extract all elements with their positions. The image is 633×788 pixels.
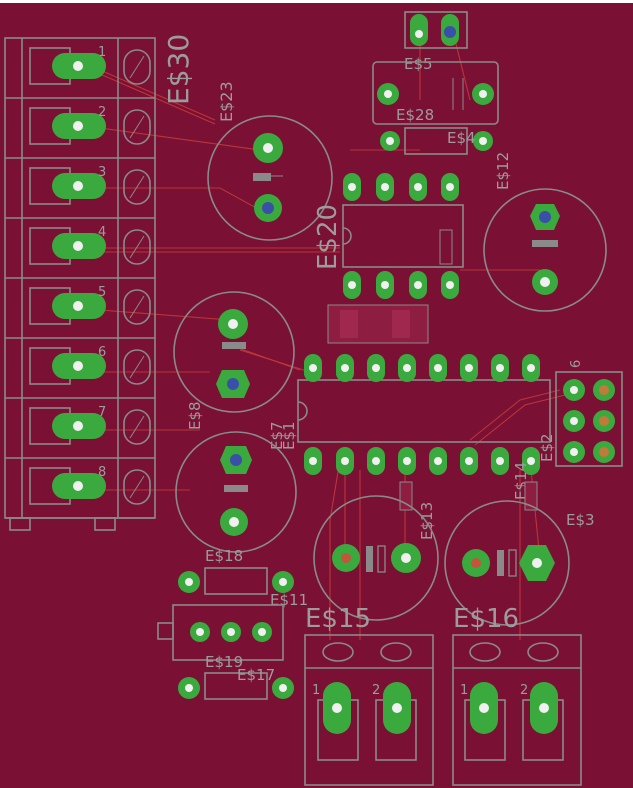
terminal-es16 <box>452 634 582 786</box>
capacitor-es3 <box>444 500 570 626</box>
capacitor-es9 <box>175 431 297 553</box>
copper-traces <box>99 39 566 640</box>
ic-pin <box>304 447 322 475</box>
ic-pin <box>429 354 447 382</box>
label-es20: E$20 <box>313 204 343 270</box>
label-es23: E$23 <box>217 81 236 122</box>
ic-pin <box>398 447 416 475</box>
es15-pin-1: 1 <box>312 683 320 698</box>
ic-pin <box>409 271 427 299</box>
terminal-pin-label: 3 <box>98 165 106 180</box>
terminal-pin-label: 1 <box>98 45 106 60</box>
label-es16: E$16 <box>453 604 519 634</box>
ic-pin <box>409 173 427 201</box>
ic-pin <box>429 447 447 475</box>
terminal-row: 8 <box>5 465 155 519</box>
terminal-row: 7 <box>5 405 155 459</box>
terminal-pin-label: 4 <box>98 225 106 240</box>
board-cutout <box>0 0 313 3</box>
ic-pin <box>336 447 354 475</box>
ic-pin <box>491 447 509 475</box>
resistor-es18 <box>178 567 294 595</box>
terminal-row: 6 <box>5 345 155 399</box>
terminal-row: 3 <box>5 165 155 219</box>
terminal-pin-label: 6 <box>98 345 106 360</box>
ic-pin <box>376 271 394 299</box>
ic-pin <box>441 271 459 299</box>
label-es1: E$1 <box>280 421 298 450</box>
label-es12: E$12 <box>494 152 512 190</box>
capacitor-es23 <box>207 115 333 241</box>
label-es7: E$7 <box>268 421 286 450</box>
es15-pin-2: 2 <box>372 683 380 698</box>
es16-pin-2: 2 <box>520 683 528 698</box>
label-es8: E$8 <box>186 401 204 430</box>
ic-es1 <box>297 379 551 443</box>
ic-es20-pins <box>343 173 459 299</box>
label-es17: E$17 <box>237 666 275 684</box>
terminal-row: 5 <box>5 285 155 339</box>
label-es30: E$30 <box>162 34 195 105</box>
ic-pin <box>522 354 540 382</box>
terminal-row: 1 <box>5 45 155 99</box>
header-pin-6-label: 6 <box>569 360 584 368</box>
terminal-es15 <box>304 634 434 786</box>
ic-pin <box>343 173 361 201</box>
diode-es4 <box>380 127 493 155</box>
es16-pin-1: 1 <box>460 683 468 698</box>
terminal-pin-label: 8 <box>98 465 106 480</box>
ic-pin <box>398 354 416 382</box>
smd-es14 <box>524 481 538 511</box>
ic-es20 <box>342 204 464 268</box>
terminal-rows: 1 2 3 4 5 6 7 8 <box>5 45 155 519</box>
ic-pin <box>304 354 322 382</box>
label-es15: E$15 <box>305 604 371 634</box>
label-es19: E$19 <box>205 653 243 671</box>
label-es3: E$3 <box>566 511 595 529</box>
terminal-row: 2 <box>5 105 155 159</box>
ic-pin <box>522 447 540 475</box>
ic-pin <box>343 271 361 299</box>
label-es2: E$2 <box>538 433 556 462</box>
label-es28: E$28 <box>396 106 434 124</box>
capacitor-es8 <box>173 291 295 413</box>
resistor-es17 <box>178 672 294 700</box>
smd-es13 <box>399 481 413 511</box>
terminal-row: 4 <box>5 225 155 279</box>
ic-es1-pins <box>304 354 540 475</box>
capacitor-es13 <box>313 495 439 621</box>
label-es11: E$11 <box>270 591 308 609</box>
ic-pin <box>367 354 385 382</box>
terminal-pin-label: 7 <box>98 405 106 420</box>
label-es5: E$5 <box>404 55 433 73</box>
label-es4: E$4 <box>447 129 476 147</box>
terminal-pin-label: 5 <box>98 285 106 300</box>
ic-pin <box>376 173 394 201</box>
smd-area <box>327 304 429 344</box>
header-es2 <box>555 371 623 467</box>
ic-pin <box>441 173 459 201</box>
ic-pin <box>367 447 385 475</box>
capacitor-es28 <box>372 61 499 125</box>
ic-pin <box>491 354 509 382</box>
connector-es19 <box>157 604 284 661</box>
header-es5 <box>404 11 468 49</box>
ic-pin <box>460 354 478 382</box>
capacitor-es12 <box>483 188 607 312</box>
label-es18: E$18 <box>205 547 243 565</box>
ic-pin <box>336 354 354 382</box>
terminal-pin-label: 2 <box>98 105 106 120</box>
ic-pin <box>460 447 478 475</box>
